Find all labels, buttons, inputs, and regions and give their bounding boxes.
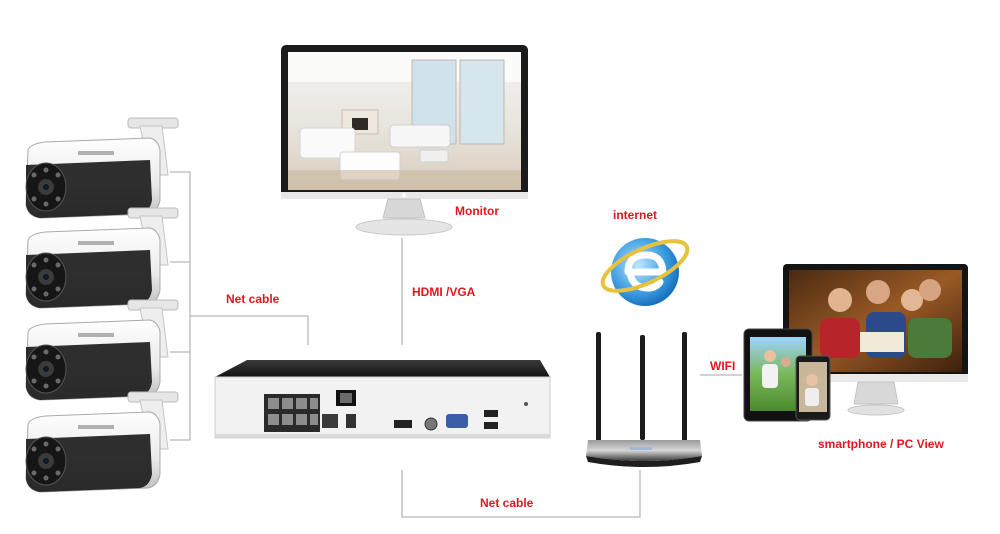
wifi-label: WIFI [710, 359, 736, 373]
smartphone [795, 355, 831, 421]
camera [25, 117, 179, 219]
camera [25, 299, 179, 401]
internet-label: internet [613, 208, 658, 222]
monitor-label: Monitor [455, 204, 499, 218]
connection-lines [170, 171, 742, 518]
internet-icon [600, 238, 690, 306]
pc-monitor [783, 264, 968, 416]
net-cable-bottom-label: Net cable [480, 496, 534, 510]
camera [25, 391, 179, 493]
wifi-router [586, 332, 702, 467]
net-cable-left-label: Net cable [226, 292, 280, 306]
monitor [281, 45, 528, 236]
camera [25, 207, 179, 309]
nvr-recorder [214, 360, 551, 439]
view-label: smartphone / PC View [818, 437, 944, 451]
hdmi-vga-label: HDMI /VGA [412, 285, 476, 299]
